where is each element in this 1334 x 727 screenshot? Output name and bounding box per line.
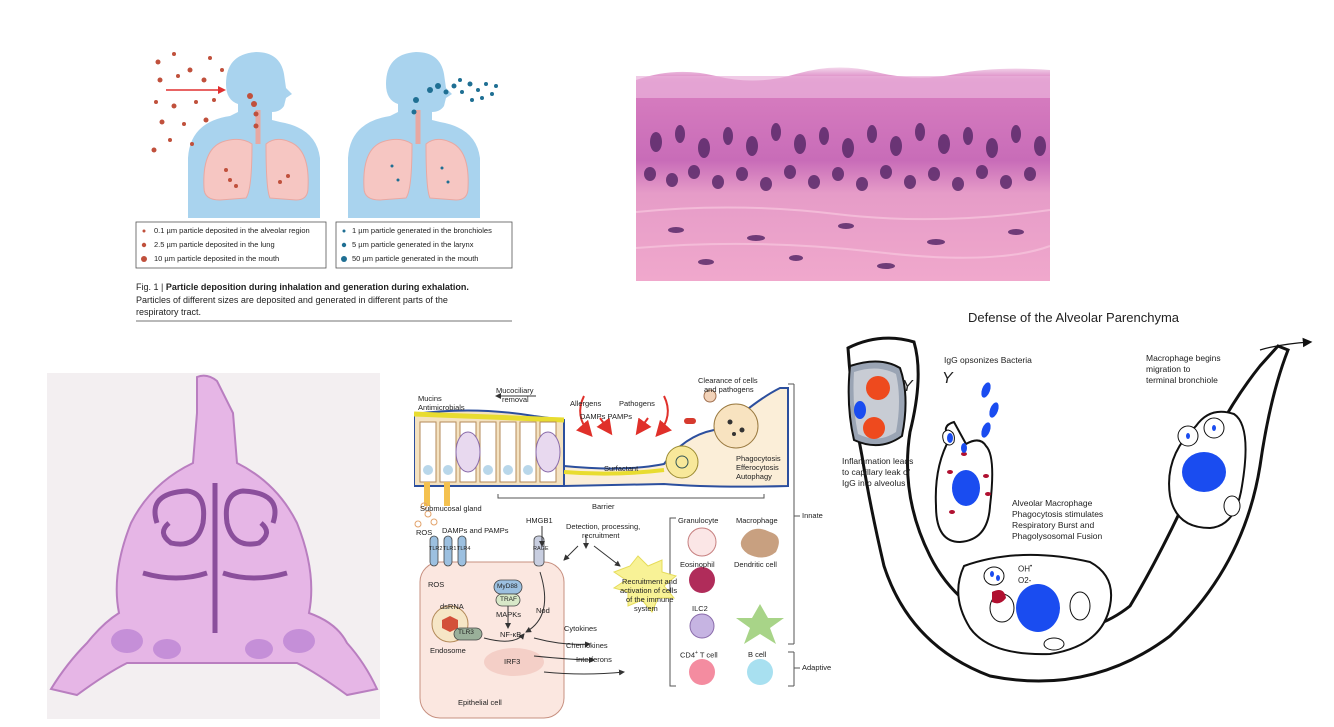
label-adaptive: Adaptive — [802, 663, 832, 672]
label-detection: Detection, processing, — [566, 522, 641, 531]
label-macrophage: Macrophage — [736, 516, 778, 525]
label-nfkb: NF-κB — [500, 630, 522, 639]
label-submucosal-gland: Submucosal gland — [420, 504, 482, 513]
label-igg-opsonizes: IgG opsonizes Bacteria — [944, 355, 1032, 365]
label-tlr4: TLR4 — [457, 546, 471, 552]
label-hydroxyl-radical: OH• — [1018, 564, 1033, 574]
label-pathogens: Pathogens — [619, 399, 655, 408]
inhalation-figure — [151, 52, 320, 218]
label-nod: Nod — [536, 606, 550, 615]
label-macrophage-begins: migration to — [1146, 364, 1191, 374]
label-recruitment-3: of the immune — [626, 595, 674, 604]
label-inflammation: to capillary leak of — [842, 467, 911, 477]
igg-antibody-symbol: Y — [942, 370, 953, 387]
label-innate: Innate — [802, 511, 823, 520]
label-endosome: Endosome — [430, 646, 466, 655]
inhale-legend-item: 0.1 µm particle deposited in the alveola… — [154, 226, 310, 235]
label-removal: removal — [502, 395, 529, 404]
exhale-legend-item: 5 µm particle generated in the larynx — [352, 240, 474, 249]
exhalation-figure — [348, 52, 498, 218]
label-inflammation: IgG into alveolus — [842, 478, 906, 488]
label-alveolar-macrophage: Alveolar Macrophage — [1012, 498, 1093, 508]
label-autophagy: Autophagy — [736, 472, 772, 481]
label-cd4-t-cell: CD4+ T cell — [680, 650, 718, 660]
label-macrophage-begins: terminal bronchiole — [1146, 375, 1218, 385]
label-chemokines: Chemokines — [566, 641, 608, 650]
alveolar-defense-illustration — [846, 336, 1313, 683]
label-recruitment-2: activation of cells — [620, 586, 678, 595]
label-mucins: Mucins — [418, 394, 442, 403]
label-surfactant: Surfactant — [604, 464, 639, 473]
label-ilc2: ILC2 — [692, 604, 708, 613]
label-epithelial-cell: Epithelial cell — [458, 698, 502, 707]
label-antimicrobials: Antimicrobials — [418, 403, 465, 412]
label-and-pathogens: and pathogens — [704, 385, 754, 394]
exhale-legend-item: 50 µm particle generated in the mouth — [352, 254, 479, 263]
label-myd88: MyD88 — [497, 583, 518, 590]
label-damps-pamps-top: DAMPs PAMPs — [580, 412, 632, 421]
nasal-section-micrograph — [47, 373, 380, 719]
inhale-legend-box — [135, 221, 327, 269]
particle-deposition-illustration — [135, 52, 513, 322]
label-superoxide: O2- — [1018, 576, 1032, 585]
airway-immunity-illustration — [413, 383, 800, 719]
label-tlr1: TLR1 — [443, 546, 457, 552]
label-inflammation: Inflammation leads — [842, 456, 914, 466]
label-tlr2: TLR2 — [429, 546, 443, 552]
label-eosinophil: Eosinophil — [680, 560, 715, 569]
figure-caption-line: respiratory tract. — [136, 307, 202, 317]
label-mapks: MAPKs — [496, 610, 522, 619]
label-recruitment-top: recruitment — [582, 531, 620, 540]
label-traf: TRAF — [500, 596, 517, 603]
label-macrophage-begins: Macrophage begins — [1146, 353, 1221, 363]
label-ros: ROS — [428, 580, 445, 589]
defense-title: Defense of the Alveolar Parenchyma — [968, 310, 1180, 325]
epithelium-micrograph — [635, 62, 1051, 281]
alveolar-defense-diagram: Defense of the Alveolar Parenchyma — [840, 306, 1324, 718]
label-allergens: Allergens — [570, 399, 602, 408]
igg-antibody-symbol: Y — [902, 378, 913, 395]
label-alveolar-macrophage: Phagocytosis stimulates — [1012, 509, 1104, 519]
inhale-legend-item: 10 µm particle deposited in the mouth — [154, 254, 280, 263]
label-damps-and-pamps: DAMPs and PAMPs — [442, 526, 509, 535]
label-barrier: Barrier — [592, 502, 615, 511]
inhale-legend-item: 2.5 µm particle deposited in the lung — [154, 240, 275, 249]
exhale-legend-box — [335, 221, 513, 269]
label-phagocytosis: Phagocytosis — [736, 454, 781, 463]
label-cytokines: Cytokines — [564, 624, 597, 633]
particle-deposition-figure: 0.1 µm particle deposited in the alveola… — [130, 40, 520, 330]
label-ros-top: ROS — [416, 528, 433, 537]
label-alveolar-macrophage: Respiratory Burst and — [1012, 520, 1095, 530]
label-dendritic-cell: Dendritic cell — [734, 560, 777, 569]
label-rage: RAGE — [533, 546, 549, 552]
label-recruitment-1: Recruitment and — [622, 577, 678, 586]
figure-caption-line: Particles of different sizes are deposit… — [136, 295, 448, 305]
label-irf3: IRF3 — [504, 657, 521, 666]
label-recruitment-4: system — [634, 604, 658, 613]
exhale-legend-item: 1 µm particle generated in the bronchiol… — [352, 226, 492, 235]
airway-immunity-diagram: Mucins Antimicrobials Mucociliary remova… — [413, 376, 850, 722]
label-interferons: Interferons — [576, 655, 612, 664]
label-efferocytosis: Efferocytosis — [736, 463, 779, 472]
label-b-cell: B cell — [748, 650, 767, 659]
label-mucociliary: Mucociliary — [496, 386, 534, 395]
label-hmgb1: HMGB1 — [526, 516, 553, 525]
label-tlr3: TLR3 — [458, 629, 474, 636]
label-dsrna: dsRNA — [440, 602, 464, 611]
figure-caption-title: Fig. 1 | Particle deposition during inha… — [136, 282, 469, 292]
label-granulocyte: Granulocyte — [678, 516, 719, 525]
label-alveolar-macrophage: Phagolysosomal Fusion — [1012, 531, 1103, 541]
label-clearance: Clearance of cells — [698, 376, 758, 385]
